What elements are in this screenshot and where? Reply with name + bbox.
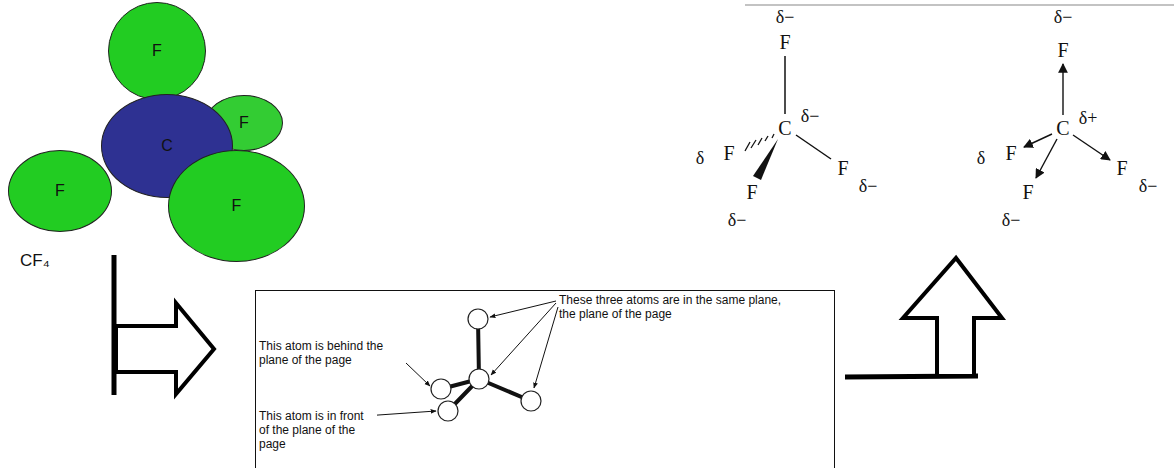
geometry-panel: These three atoms are in the same plane,… [255, 290, 835, 468]
atom-symbol: F [1057, 40, 1068, 60]
atom-sphere: F [8, 150, 112, 232]
atom-symbol: F [746, 182, 757, 202]
atom-sphere: F [168, 150, 305, 262]
partial-charge: δ [696, 149, 704, 167]
atom-symbol: C [161, 137, 173, 155]
partial-charge: δ+ [1079, 109, 1098, 127]
atom-symbol: C [1056, 118, 1069, 138]
atom-symbol: F [1116, 158, 1127, 178]
callout-text: This atom is in front of the plane of th… [259, 409, 377, 451]
partial-charge: δ [977, 149, 985, 167]
dipole-arrows [1024, 64, 1110, 178]
flow-arrow [845, 258, 1002, 377]
atom-symbol: F [723, 143, 734, 163]
partial-charge: δ− [776, 8, 795, 26]
wedge-dash-structure [745, 56, 831, 180]
callout-text: This atom is behind the plane of the pag… [259, 339, 404, 367]
atom-symbol: F [779, 32, 790, 52]
atom-symbol: F [232, 197, 242, 215]
atom-symbol: F [1022, 182, 1033, 202]
atom-symbol: F [152, 42, 162, 60]
partial-charge: δ− [801, 107, 820, 125]
partial-charge: δ− [859, 177, 878, 195]
partial-charge: δ− [728, 211, 747, 229]
atom-symbol: F [55, 182, 65, 200]
formula-label: CF₄ [20, 252, 50, 269]
callout-text: These three atoms are in the same plane,… [559, 293, 789, 321]
atom-symbol: F [239, 114, 249, 132]
atom-symbol: F [1005, 143, 1016, 163]
partial-charge: δ− [1139, 177, 1158, 195]
atom-symbol: C [778, 118, 791, 138]
top-rule [745, 4, 1174, 5]
partial-charge: δ− [1054, 8, 1073, 26]
atom-sphere: F [108, 2, 206, 100]
flow-arrow [114, 255, 214, 395]
partial-charge: δ− [1002, 211, 1021, 229]
atom-symbol: F [837, 158, 848, 178]
